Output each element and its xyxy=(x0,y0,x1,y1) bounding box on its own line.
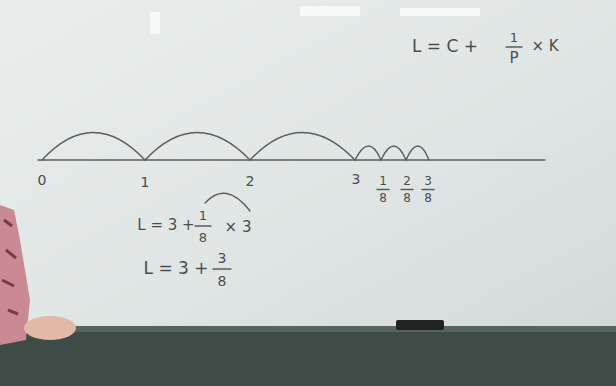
small-jump-arc xyxy=(355,146,381,160)
board-text: 8 xyxy=(424,192,432,204)
whiteboard xyxy=(0,0,616,332)
board-text: P xyxy=(509,51,518,66)
board-text: 1 xyxy=(199,209,207,222)
jump-arc xyxy=(250,133,355,161)
light-glare xyxy=(400,8,480,16)
board-text: 8 xyxy=(199,231,207,244)
board-text: 8 xyxy=(218,274,227,288)
board-text: 1 xyxy=(379,175,387,187)
board-text: 0 xyxy=(38,173,47,187)
board-text: 3 xyxy=(352,172,361,186)
fraction-bar xyxy=(377,189,389,190)
board-text: 2 xyxy=(246,174,255,188)
board-text: × 3 xyxy=(225,220,252,235)
fraction-bar xyxy=(401,189,413,190)
multiply-arc xyxy=(205,193,250,211)
sleeve-pattern xyxy=(2,220,18,314)
board-text: 3 xyxy=(218,251,227,265)
board-text: 3 xyxy=(424,175,432,187)
board-text: 8 xyxy=(379,192,387,204)
fraction-bar xyxy=(213,268,231,269)
person-hand xyxy=(24,316,76,340)
jump-arc xyxy=(145,133,250,161)
fraction-bar xyxy=(422,189,434,190)
board-text: × K xyxy=(531,39,558,54)
board-text: 8 xyxy=(403,192,411,204)
board-text: 1 xyxy=(510,31,518,44)
eraser xyxy=(396,320,444,330)
number-line xyxy=(38,159,545,160)
board-text: L = 3 + xyxy=(137,218,194,233)
board-text: 1 xyxy=(141,175,150,189)
light-glare xyxy=(150,12,160,34)
small-jump-arc xyxy=(381,146,406,160)
board-text: L = 3 + xyxy=(144,260,209,277)
board-text: L = C + xyxy=(412,38,478,55)
tray-ledge xyxy=(0,326,616,332)
fraction-bar xyxy=(506,46,522,47)
board-tray xyxy=(0,330,616,386)
jump-arc xyxy=(42,133,145,161)
board-text: 2 xyxy=(403,175,411,187)
small-jump-arc xyxy=(406,146,429,160)
fraction-bar xyxy=(195,225,211,226)
light-glare xyxy=(300,6,360,16)
